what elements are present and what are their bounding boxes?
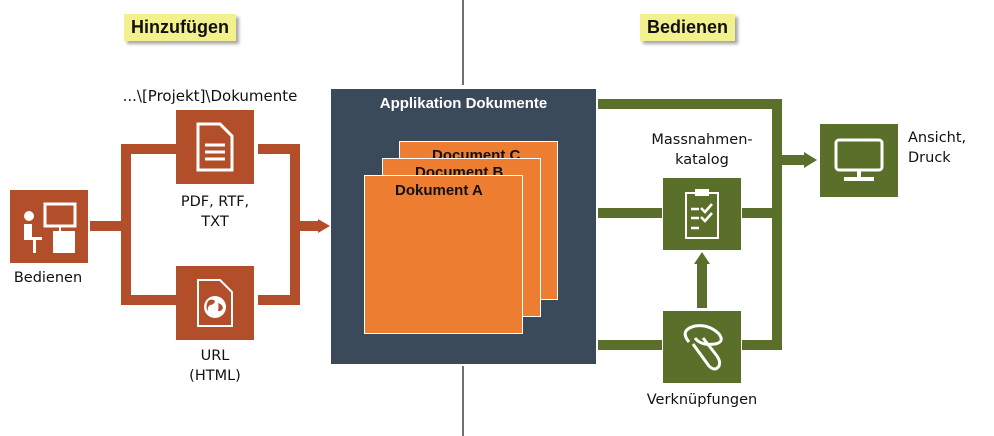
document-icon [196,122,234,172]
file-source-tile [176,110,254,184]
output-tile [820,124,898,197]
document-a: Dokument A [364,175,523,334]
monitor-icon [834,138,884,181]
add-connectors [90,144,320,305]
output-label-line1: Ansicht, [908,130,967,146]
catalog-label-line1: Massnahmen- [651,132,753,148]
catalog-label: Massnahmen- katalog [640,130,764,170]
user-tile [10,190,88,263]
use-connectors [598,99,806,350]
output-label-line2: Druck [908,150,951,166]
catalog-tile [663,178,741,250]
url-source-label-line2: (HTML) [189,368,241,384]
top-return-line [598,99,782,350]
url-source-label: URL (HTML) [160,346,270,386]
file-source-label-line2: TXT [201,214,229,230]
path-label: ...\[Projekt]\Dokumente [122,87,298,105]
url-source-tile [176,266,254,340]
section-badge-add: Hinzufügen [124,14,236,41]
arrow-to-app [318,219,330,233]
checklist-icon [685,189,719,239]
link-icon [683,324,723,371]
output-label: Ansicht, Druck [908,128,988,168]
links-tile [663,311,741,383]
arrow-to-catalog [694,252,710,264]
links-label: Verknüpfungen [646,392,758,408]
file-source-label-line1: PDF, RTF, [180,194,250,210]
web-document-icon [197,279,233,327]
file-source-label: PDF, RTF, TXT [160,192,270,232]
user-at-computer-icon [24,202,77,253]
catalog-label-line2: katalog [675,152,729,168]
arrow-to-output [804,152,817,168]
left-branch [121,144,176,305]
url-source-label-line1: URL [200,348,230,364]
section-badge-use: Bedienen [640,14,736,41]
user-label: Bedienen [13,270,83,286]
application-box: Applikation Dokumente Document C Documen… [331,89,596,364]
document-a-label: Dokument A [395,182,483,199]
application-title: Applikation Dokumente [379,95,548,112]
